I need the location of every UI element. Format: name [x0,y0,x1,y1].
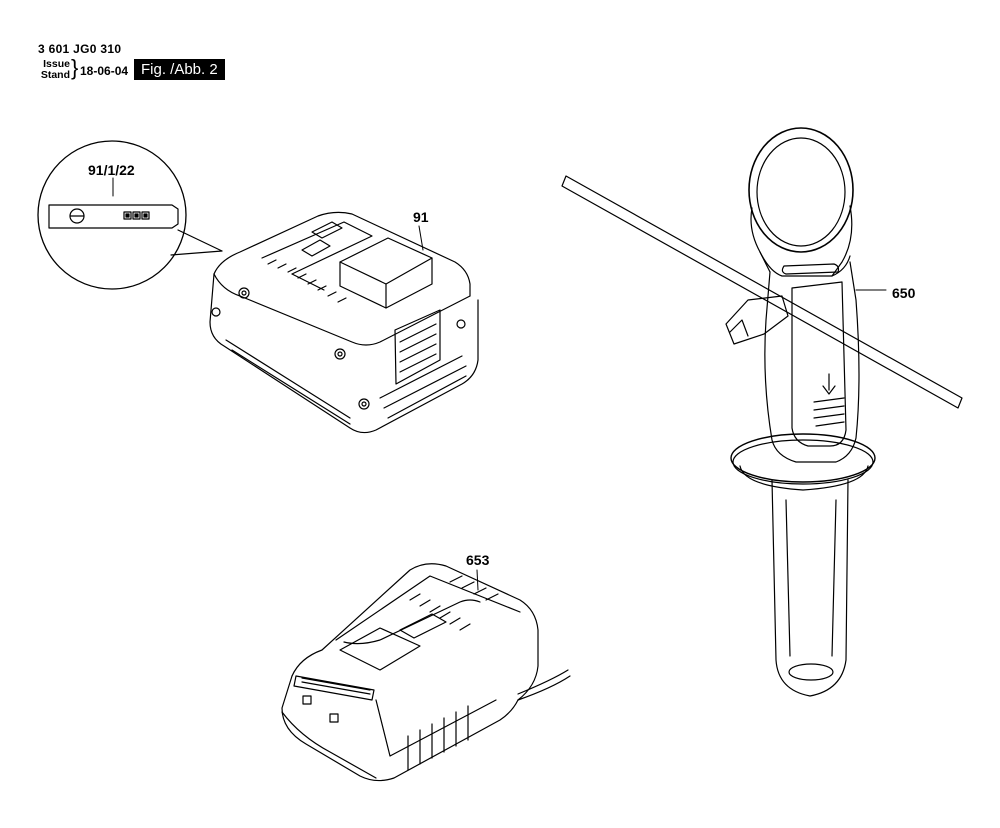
callout-detail-label: 91/1/22 [88,162,135,178]
charger-drawing [282,564,570,781]
auxiliary-handle-drawing [562,128,962,696]
issue-stand-label: Issue Stand [40,59,70,81]
document-number: 3 601 JG0 310 [38,42,122,56]
issue-brace: } [71,55,79,80]
figure-badge: Fig. /Abb. 2 [134,59,225,80]
issue-label: Issue [43,58,70,70]
callout-charger: 653 [466,552,490,568]
issue-date: 18-06-04 [80,64,129,78]
label-plate [49,205,178,228]
callout-battery: 91 [413,209,429,225]
detail-magnifier [38,141,222,289]
stand-label: Stand [40,69,70,81]
battery-pack-drawing [210,212,478,432]
callout-handle: 650 [892,285,916,301]
